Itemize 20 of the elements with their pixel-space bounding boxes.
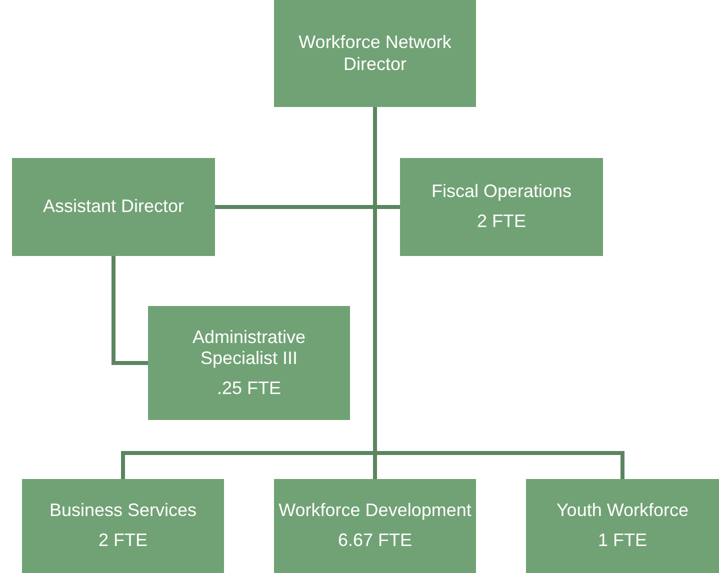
- role-title: Fiscal Operations: [431, 181, 572, 203]
- role-title: Assistant Director: [42, 196, 184, 218]
- org-box: [526, 479, 719, 573]
- org-box: [148, 306, 350, 420]
- org-box: [274, 0, 476, 107]
- staff-count: 2 FTE: [98, 530, 148, 552]
- role-title: Youth Workforce: [556, 500, 689, 522]
- staff-count: 2 FTE: [476, 211, 526, 233]
- role-title: Administrative Specialist III: [191, 326, 307, 370]
- staff-count: .25 FTE: [216, 378, 282, 400]
- connector-line: [112, 256, 148, 365]
- org-box: [22, 479, 224, 573]
- staff-count: 6.67 FTE: [338, 530, 412, 552]
- role-title: Workforce Development: [278, 500, 472, 522]
- role-title: Business Services: [49, 500, 197, 522]
- org-box: [274, 479, 476, 573]
- role-title: Workforce Network Director: [298, 32, 452, 76]
- staff-count: 1 FTE: [598, 530, 647, 552]
- org-box: [400, 158, 603, 256]
- org-box: [12, 158, 215, 256]
